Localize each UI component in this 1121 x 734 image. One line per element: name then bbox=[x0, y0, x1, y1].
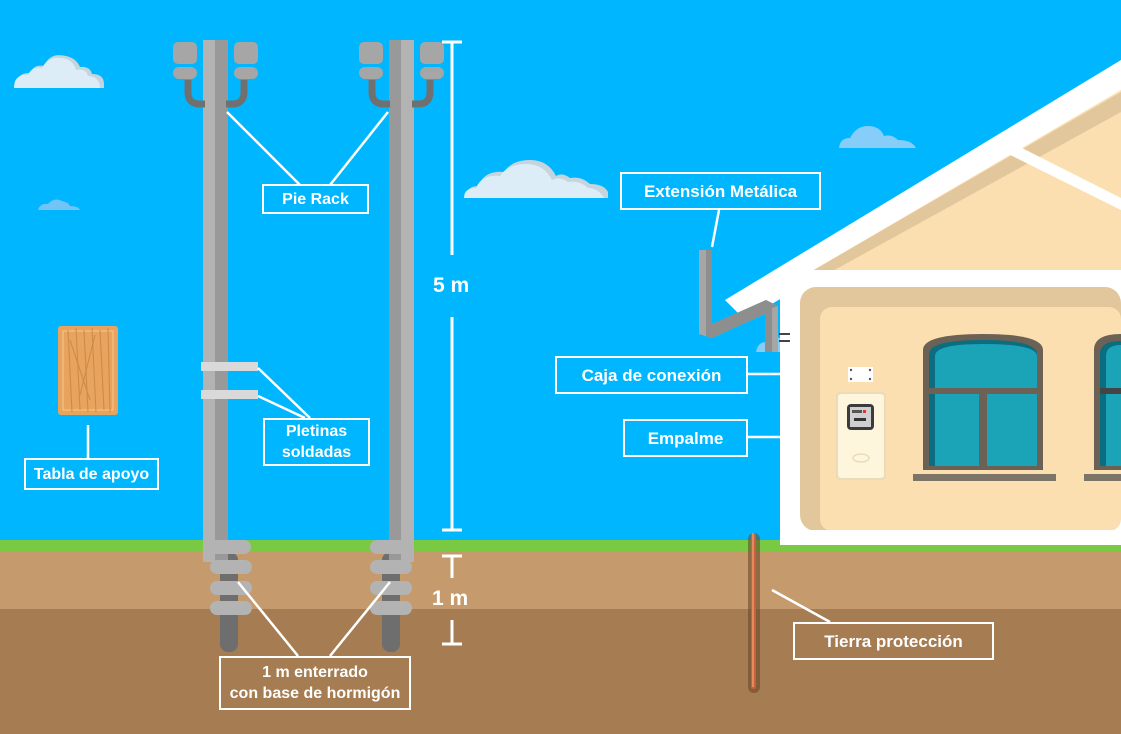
pole-right bbox=[359, 40, 444, 652]
window bbox=[1084, 334, 1121, 481]
dimension-label-1m: 1 m bbox=[432, 587, 469, 610]
electric-meter bbox=[836, 392, 886, 480]
label-enterrado-line1: 1 m enterrado bbox=[262, 664, 368, 681]
label-pie-rack: Pie Rack bbox=[262, 184, 369, 214]
welded-plate bbox=[201, 390, 258, 399]
label-tierra-proteccion: Tierra protección bbox=[793, 622, 994, 660]
subsoil-layer bbox=[0, 609, 1121, 734]
pole-left bbox=[173, 40, 258, 652]
label-tabla-apoyo: Tabla de apoyo bbox=[24, 458, 159, 490]
cloud-icon bbox=[38, 199, 80, 210]
label-caja-conexion: Caja de conexión bbox=[555, 356, 748, 394]
label-enterrado-line2: con base de hormigón bbox=[229, 685, 401, 702]
label-pletinas-soldadas: Pletinas soldadas bbox=[263, 418, 370, 466]
welded-plate bbox=[201, 362, 258, 371]
ground-rod bbox=[748, 533, 760, 693]
dimension-label-5m: 5 m bbox=[433, 274, 470, 297]
dimension-1m bbox=[442, 554, 462, 646]
cloud-icon bbox=[839, 126, 916, 148]
label-pletinas-line1: Pletinas bbox=[285, 423, 348, 440]
cloud-icon bbox=[464, 160, 608, 198]
cloud-icon bbox=[14, 55, 104, 88]
dimension-5m bbox=[442, 40, 462, 532]
metal-extension bbox=[699, 250, 790, 352]
topsoil-layer bbox=[0, 552, 1121, 609]
wooden-board bbox=[58, 326, 118, 415]
label-pletinas-line2: soldadas bbox=[281, 444, 352, 461]
label-extension-metalica: Extensión Metálica bbox=[620, 172, 821, 210]
connection-box bbox=[848, 367, 873, 382]
label-enterrado: 1 m enterrado con base de hormigón bbox=[219, 656, 411, 710]
label-empalme: Empalme bbox=[623, 419, 748, 457]
window bbox=[913, 334, 1056, 481]
